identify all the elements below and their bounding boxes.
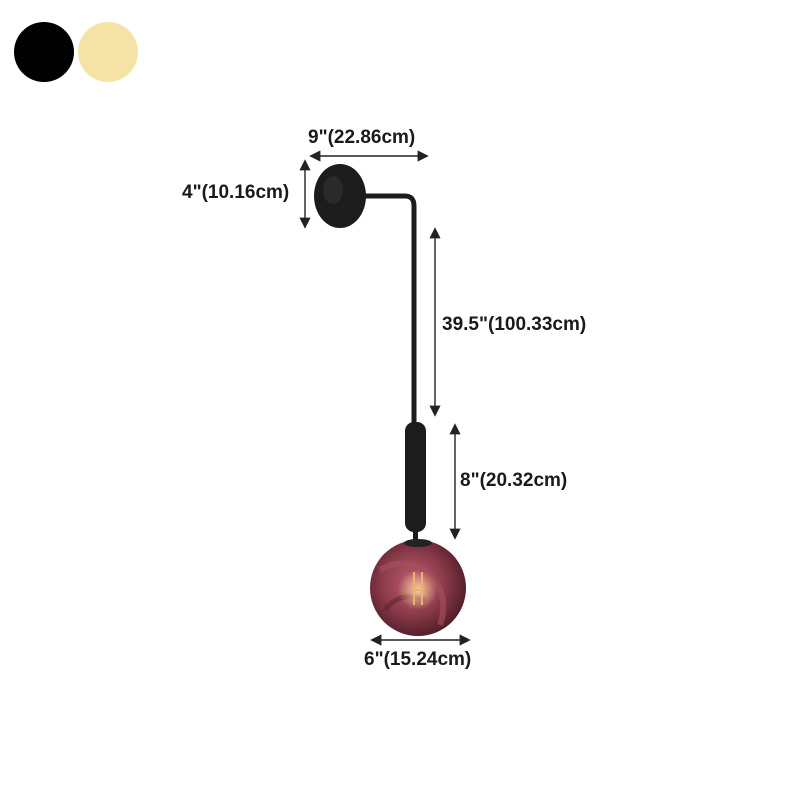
arm-width-label: 9"(22.86cm) — [308, 127, 416, 148]
lamp-stem — [413, 530, 418, 545]
color-swatch-black[interactable] — [14, 22, 74, 82]
drop-length-label: 39.5"(100.33cm) — [442, 314, 587, 335]
holder-length-label: 8"(20.32cm) — [460, 470, 568, 491]
lamp-arm — [341, 193, 417, 428]
lamp-holder — [405, 422, 426, 532]
color-swatch-gold[interactable] — [78, 22, 138, 82]
globe-cap — [404, 539, 432, 547]
bulb-filament — [413, 572, 423, 605]
wall-plate-highlight — [323, 176, 343, 204]
globe-diameter-label: 6"(15.24cm) — [364, 649, 472, 670]
plate-height-label: 4"(10.16cm) — [182, 182, 290, 203]
